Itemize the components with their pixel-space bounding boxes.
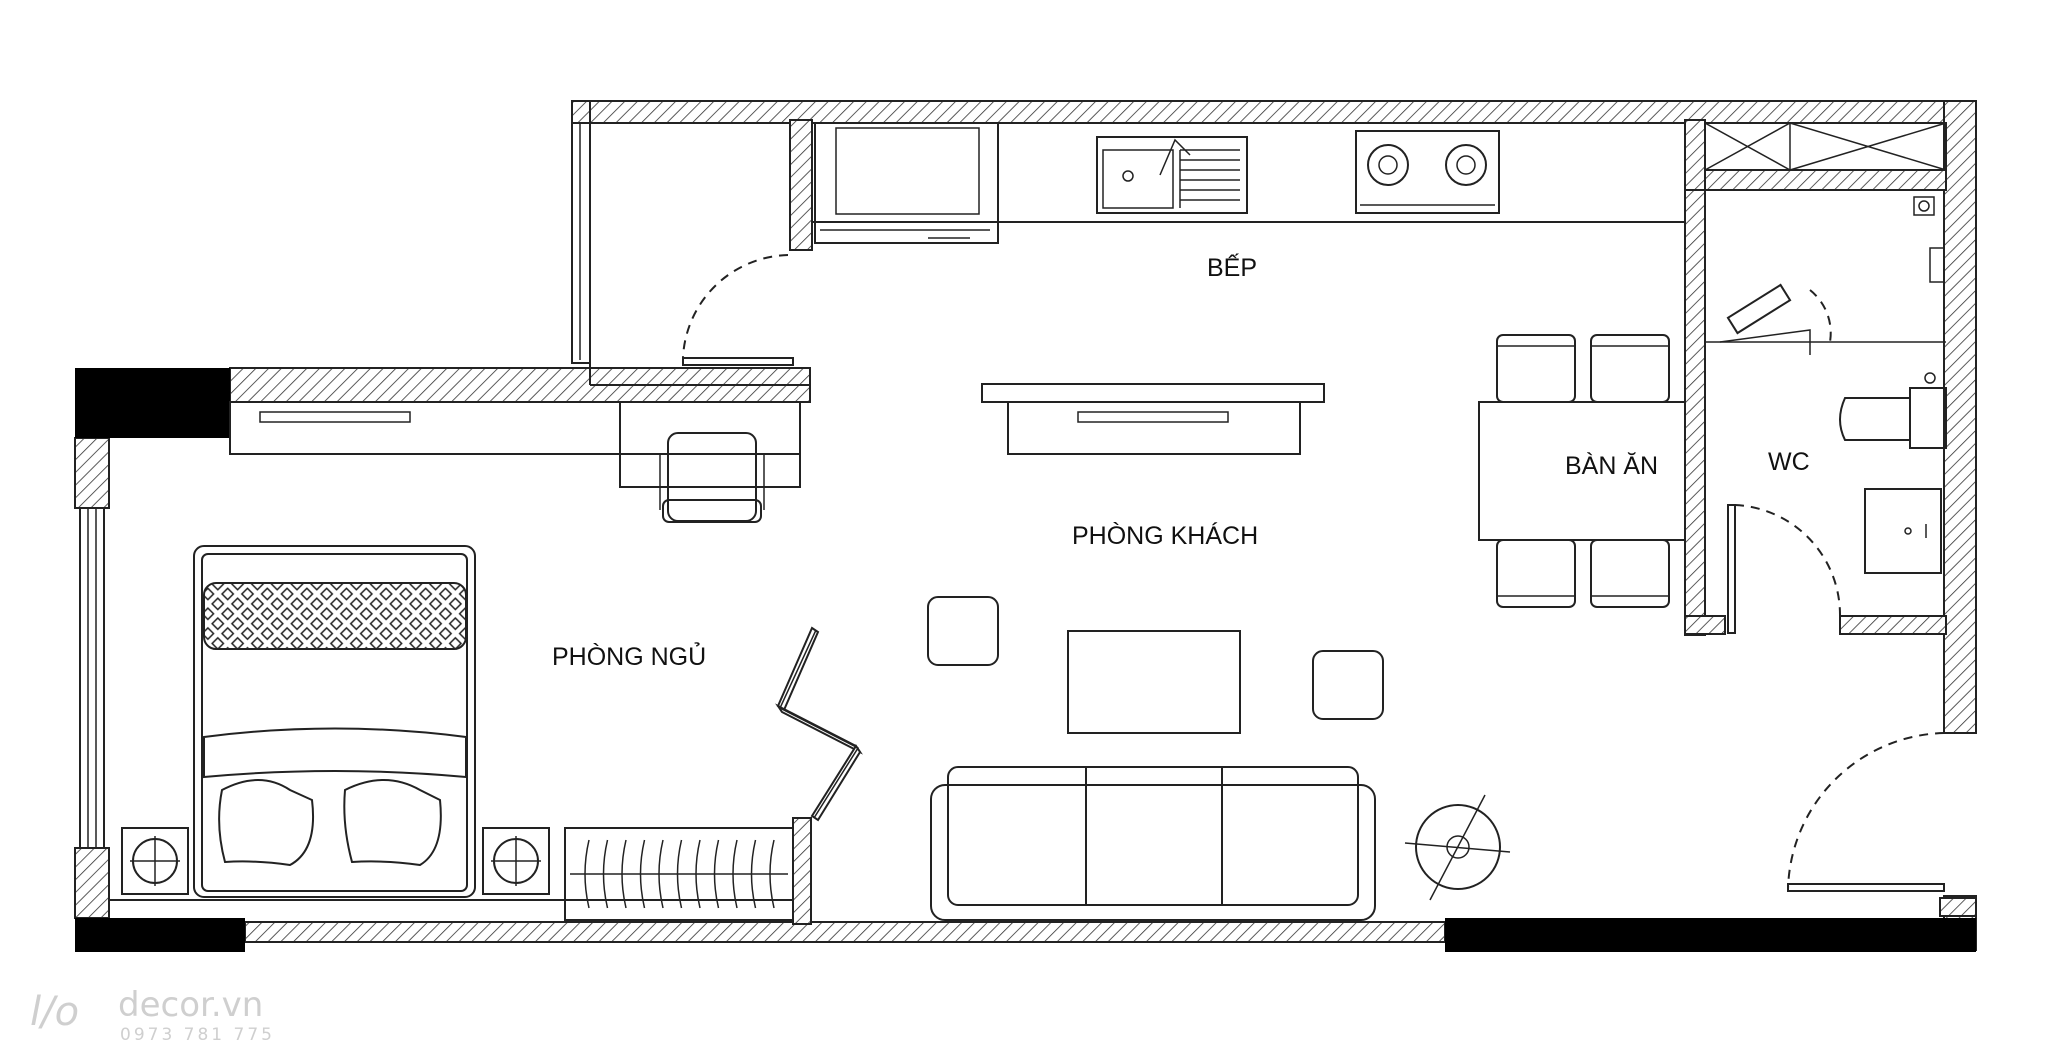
- coffee-table: [1067, 630, 1241, 734]
- bathroom-window: [1704, 122, 1947, 171]
- watermark-logo: l/o: [30, 989, 79, 1035]
- hanger: [602, 839, 609, 909]
- wardrobe-icon: [564, 827, 794, 921]
- bed-icon: [193, 545, 476, 898]
- dining-area: [1478, 334, 1686, 608]
- shower-icon: [1719, 283, 1832, 355]
- entrance-door: [1787, 732, 1945, 892]
- walls: [74, 100, 1977, 951]
- basin-icon: [1864, 488, 1942, 574]
- columns: [75, 368, 1976, 952]
- hanger: [750, 839, 757, 909]
- hanger: [621, 839, 627, 909]
- toilet-icon: [1839, 372, 1947, 449]
- room-label-dining: BÀN ĂN: [1565, 451, 1658, 480]
- cooktop-icon: [1355, 130, 1500, 214]
- sofa-icon: [930, 766, 1376, 921]
- watermark-phone: 0973 781 775: [120, 1025, 275, 1045]
- watermark-brand: decor.vn: [118, 985, 263, 1025]
- kitchen: [682, 122, 1685, 366]
- room-label-kitchen: BẾP: [1207, 253, 1257, 282]
- hanger: [732, 839, 738, 909]
- watermark: l/o decor.vn 0973 781 775: [30, 985, 275, 1045]
- ottoman: [927, 596, 999, 666]
- bathroom: [1705, 196, 1947, 634]
- balcony: [571, 122, 810, 386]
- desk-chair-icon: [659, 432, 765, 523]
- room-label-living: PHÒNG KHÁCH: [1072, 521, 1258, 550]
- hanger: [713, 839, 720, 909]
- room-label-wc: WC: [1768, 448, 1810, 476]
- room-label-bedroom: PHÒNG NGỦ: [552, 641, 706, 671]
- hanger: [584, 839, 590, 909]
- dining-chair-icon: [1496, 334, 1670, 608]
- ottoman: [1312, 650, 1384, 720]
- nightstand-icon: [121, 827, 550, 895]
- hanger: [676, 839, 683, 909]
- lamp-icon: [1404, 794, 1511, 901]
- bedroom: [109, 545, 794, 921]
- hanger: [695, 839, 701, 909]
- left-window: [79, 507, 105, 849]
- hanger: [769, 839, 775, 909]
- folding-door: [775, 626, 863, 822]
- living-room: [229, 383, 1511, 921]
- hanger: [639, 839, 646, 909]
- sink-icon: [1096, 136, 1248, 214]
- hanger: [658, 839, 664, 909]
